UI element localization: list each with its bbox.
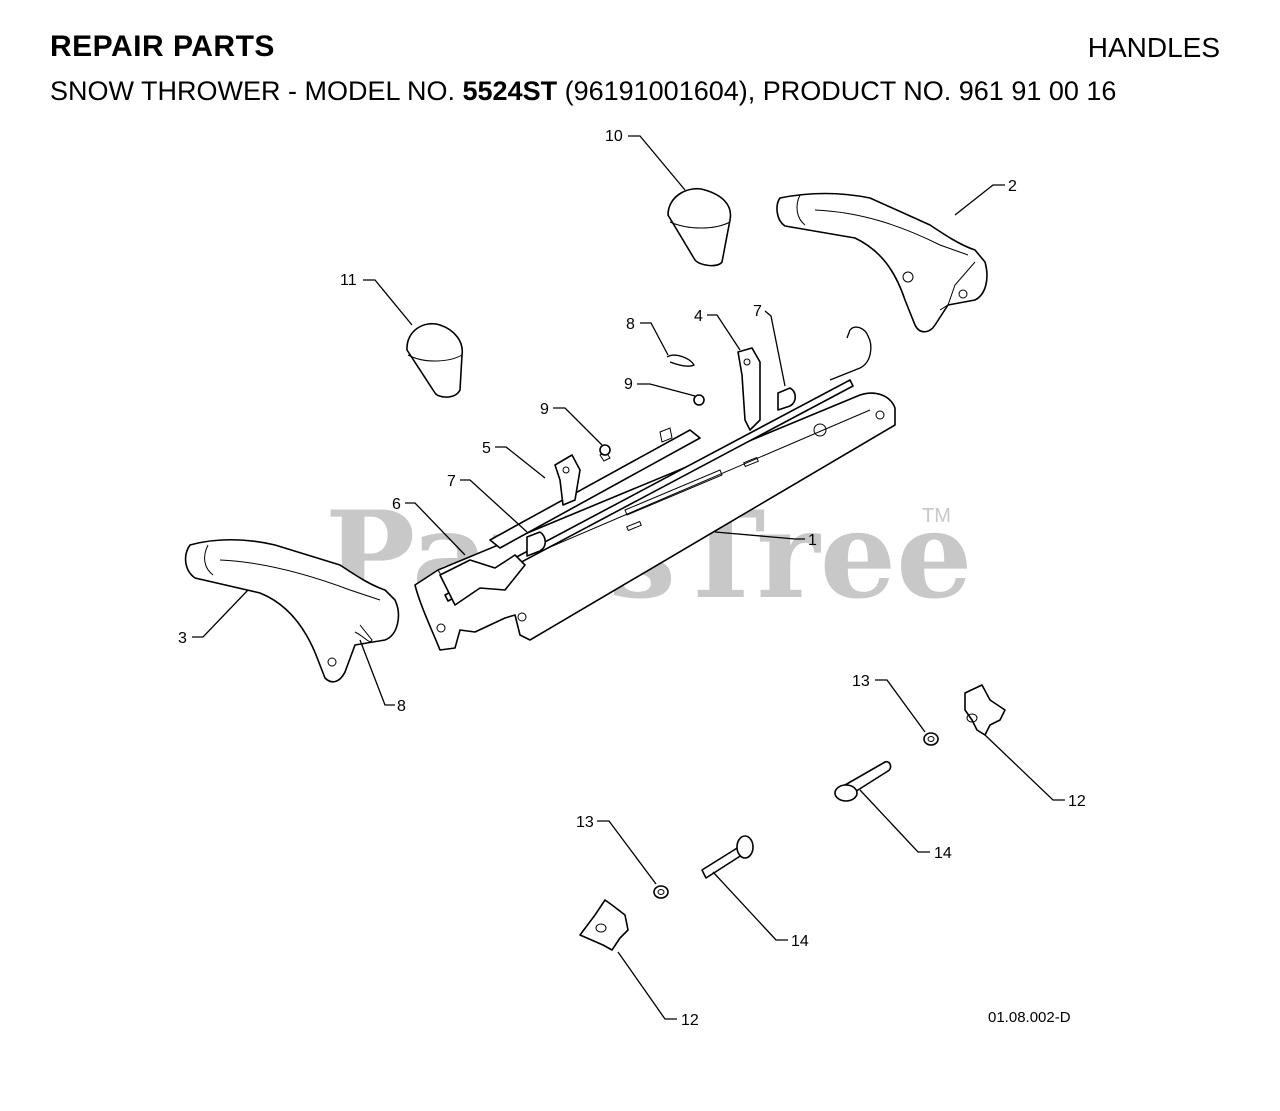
part-12-star-knob-right (964, 684, 1006, 736)
subtitle-prefix: SNOW THROWER - MODEL NO. (50, 76, 463, 106)
callout-13-left: 13 (576, 814, 594, 831)
part-13-washer-left (653, 885, 669, 899)
model-number: 5524ST (462, 76, 558, 106)
callout-10: 10 (605, 128, 623, 145)
part-12-star-knob-left (579, 899, 629, 951)
part-14-bolt-left (701, 835, 754, 879)
callout-13-right: 13 (852, 673, 870, 690)
callout-12-left: 12 (681, 1012, 699, 1029)
part-3-left-handle (184, 538, 400, 683)
callout-labels: 10 2 11 8 4 7 9 9 5 7 6 1 3 8 13 12 14 1… (178, 128, 1086, 1029)
callout-7-upper: 7 (753, 303, 762, 320)
callout-11: 11 (340, 272, 357, 289)
part-9-nut-lower (599, 444, 611, 456)
callout-14-left: 14 (791, 933, 809, 950)
part-10-knob (667, 188, 732, 267)
subtitle-suffix: (96191001604), PRODUCT NO. 961 91 00 16 (557, 76, 1117, 106)
part-8-clip-upper (666, 354, 695, 367)
callout-14-right: 14 (934, 845, 952, 862)
callout-12-right: 12 (1068, 793, 1086, 810)
part-13-washer-right (923, 732, 939, 746)
callout-1: 1 (808, 532, 817, 549)
callout-7-lower: 7 (447, 473, 456, 490)
callout-4: 4 (694, 308, 703, 325)
watermark-tm: TM (922, 505, 951, 527)
part-2-right-handle (776, 192, 988, 333)
leader-lines (192, 135, 1065, 1020)
diagram-code: 01.08.002-D (988, 1009, 1071, 1026)
callout-6: 6 (392, 496, 401, 513)
callout-8-upper: 8 (626, 316, 635, 333)
section-title: HANDLES (1087, 32, 1220, 63)
part-9-nut-upper (693, 394, 705, 406)
part-14-bolt-right (834, 760, 892, 802)
callout-5: 5 (482, 440, 491, 457)
part-11-knob (406, 323, 464, 398)
callout-9-lower: 9 (540, 401, 549, 418)
callout-8-lower: 8 (397, 698, 406, 715)
part-shaft-assembly (439, 326, 872, 606)
repair-parts-title: REPAIR PARTS (50, 30, 275, 63)
callout-9-upper: 9 (624, 376, 633, 393)
callout-3: 3 (178, 630, 187, 647)
callout-2: 2 (1008, 178, 1017, 195)
model-subtitle: SNOW THROWER - MODEL NO. 5524ST (9619100… (50, 76, 1116, 107)
